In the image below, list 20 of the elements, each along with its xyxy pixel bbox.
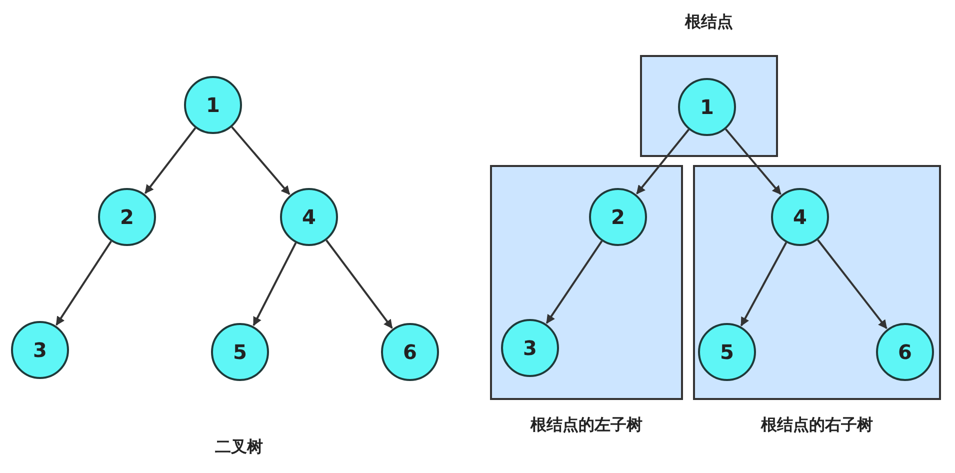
tree-node-circle: 2 bbox=[98, 188, 156, 246]
arrow bbox=[252, 242, 297, 326]
box-heading: 根结点的右子树 bbox=[761, 415, 873, 436]
arrow bbox=[724, 128, 782, 195]
tree-caption: 二叉树 bbox=[215, 437, 263, 458]
box-heading: 根结点 bbox=[685, 12, 733, 33]
tree-node-circle: 3 bbox=[11, 321, 69, 379]
arrow bbox=[546, 240, 603, 324]
arrow bbox=[144, 127, 196, 194]
tree-node-circle: 4 bbox=[280, 188, 338, 246]
arrow bbox=[636, 128, 690, 194]
arrow bbox=[817, 239, 888, 330]
arrow bbox=[740, 242, 788, 326]
arrow bbox=[56, 240, 112, 326]
tree-node-circle: 6 bbox=[381, 323, 439, 381]
arrow bbox=[231, 126, 290, 195]
box-heading: 根结点的左子树 bbox=[530, 415, 642, 436]
tree-node-circle: 5 bbox=[211, 323, 269, 381]
tree-node-circle: 1 bbox=[184, 76, 242, 134]
arrow bbox=[326, 240, 393, 329]
